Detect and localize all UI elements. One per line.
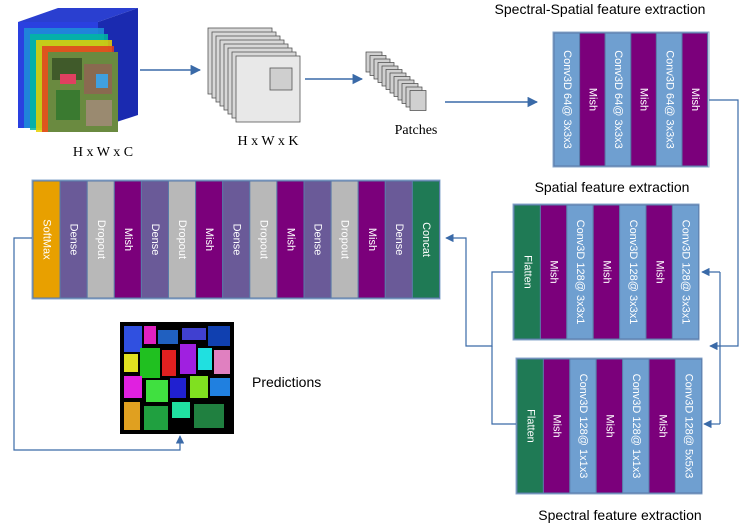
flatten-block [516, 358, 544, 494]
dense-block [384, 180, 413, 299]
conv-block [655, 32, 683, 167]
spectral-spatial-blocks: Conv3D 64@ 3x3x3 Mish Conv3D 64@ 3x3x3 Mish… [553, 32, 709, 167]
dense-block-label: Dense [149, 224, 161, 256]
dropout-block-label: Dropout [95, 220, 107, 259]
mish-block [645, 204, 673, 340]
patch-window [269, 67, 293, 91]
mish-block-label: Mish [656, 414, 668, 437]
dense-block [303, 180, 332, 299]
concat-block [411, 180, 440, 299]
mish-block [592, 204, 621, 340]
dropout-block-label: Dropout [257, 220, 269, 259]
patch-sheet [409, 90, 427, 111]
mish-block [595, 358, 624, 494]
conv-block [671, 204, 700, 340]
prediction-map-image [120, 322, 234, 434]
concat-block-label: Concat [420, 222, 432, 257]
mish-block-label: Mish [653, 260, 665, 283]
predictions-label: Predictions [252, 374, 321, 390]
classifier-blocks: SoftMax Dense Dropout Mish Dense Dropout Mish D… [32, 180, 440, 299]
dense-block-label: Dense [312, 224, 324, 256]
dropout-block [86, 180, 115, 299]
dropout-block [330, 180, 359, 299]
conv-block [566, 204, 594, 340]
hyperspectral-cube-icon [18, 8, 138, 132]
mish-block-label: Mish [122, 228, 134, 251]
mish-block-label: Mish [638, 88, 650, 111]
spatial-title: Spatial feature extraction [535, 179, 690, 195]
mish-block-label: Mish [285, 228, 297, 251]
flatten-block-label: Flatten [524, 409, 536, 443]
spectral-blocks: Flatten Mish Conv3D 128@ 1x1x3 Mish Conv3D 1… [516, 358, 703, 494]
spectral-title: Spectral feature extraction [538, 507, 701, 523]
dropout-block-label: Dropout [339, 220, 351, 259]
conv-block-label: Conv3D 128@ 1x1x3 [630, 374, 642, 479]
mish-block-label: Mish [551, 414, 563, 437]
mish-block [195, 180, 224, 299]
connector-spectral-to-concat [491, 346, 516, 425]
mish-block-label: Mish [586, 88, 598, 111]
conv-block-label: Conv3D 64@ 3x3x3 [612, 50, 624, 149]
conv-block [604, 32, 632, 167]
softmax-block-label: SoftMax [41, 219, 53, 260]
dropout-block [249, 180, 278, 299]
pca-cube-label: H x W x K [238, 134, 299, 149]
mish-block [357, 180, 386, 299]
mish-block-label: Mish [548, 260, 560, 283]
arrow-softmax-to-predictions [13, 237, 185, 451]
mish-block-label: Mish [603, 414, 615, 437]
conv-block [553, 32, 581, 167]
conv-block-label: Conv3D 128@ 5x5x3 [683, 374, 695, 479]
mish-block-label: Mish [600, 260, 612, 283]
mish-block [113, 180, 142, 299]
mish-block [542, 358, 571, 494]
connector-spatial-to-concat [445, 233, 513, 347]
conv-block-label: Conv3D 128@ 3x3x1 [680, 220, 692, 325]
dense-block-label: Dense [68, 224, 80, 256]
flatten-block [513, 204, 541, 340]
conv-block-label: Conv3D 64@ 3x3x3 [663, 50, 675, 149]
patches-label: Patches [395, 123, 438, 138]
mish-block-label: Mish [366, 228, 378, 251]
dense-block [140, 180, 169, 299]
spectral-spatial-title: Spectral-Spatial feature extraction [495, 1, 706, 17]
conv-block-label: Conv3D 64@ 3x3x3 [561, 50, 573, 149]
mish-block [579, 32, 606, 167]
mish-block-label: Mish [689, 88, 701, 111]
mish-block [681, 32, 709, 167]
pca-cube-stack [207, 27, 301, 123]
dense-block-label: Dense [230, 224, 242, 256]
mish-block-label: Mish [203, 228, 215, 251]
conv-block-label: Conv3D 128@ 3x3x1 [574, 220, 586, 325]
patches-stack [365, 51, 427, 111]
dropout-block-label: Dropout [176, 220, 188, 259]
dense-block-label: Dense [393, 224, 405, 256]
flatten-block-label: Flatten [521, 255, 533, 289]
mish-block [539, 204, 568, 340]
connector-to-branches [709, 99, 739, 351]
mish-block [630, 32, 657, 167]
spatial-blocks: Flatten Mish Conv3D 128@ 3x3x1 Mish Conv3D 1… [513, 204, 700, 340]
conv-block-label: Conv3D 128@ 3x3x1 [627, 220, 639, 325]
conv-block [674, 358, 703, 494]
conv-block-label: Conv3D 128@ 1x1x3 [577, 374, 589, 479]
input-cube-label: H x W x C [73, 145, 133, 160]
dense-block [222, 180, 251, 299]
classifier-frame [31, 179, 441, 300]
